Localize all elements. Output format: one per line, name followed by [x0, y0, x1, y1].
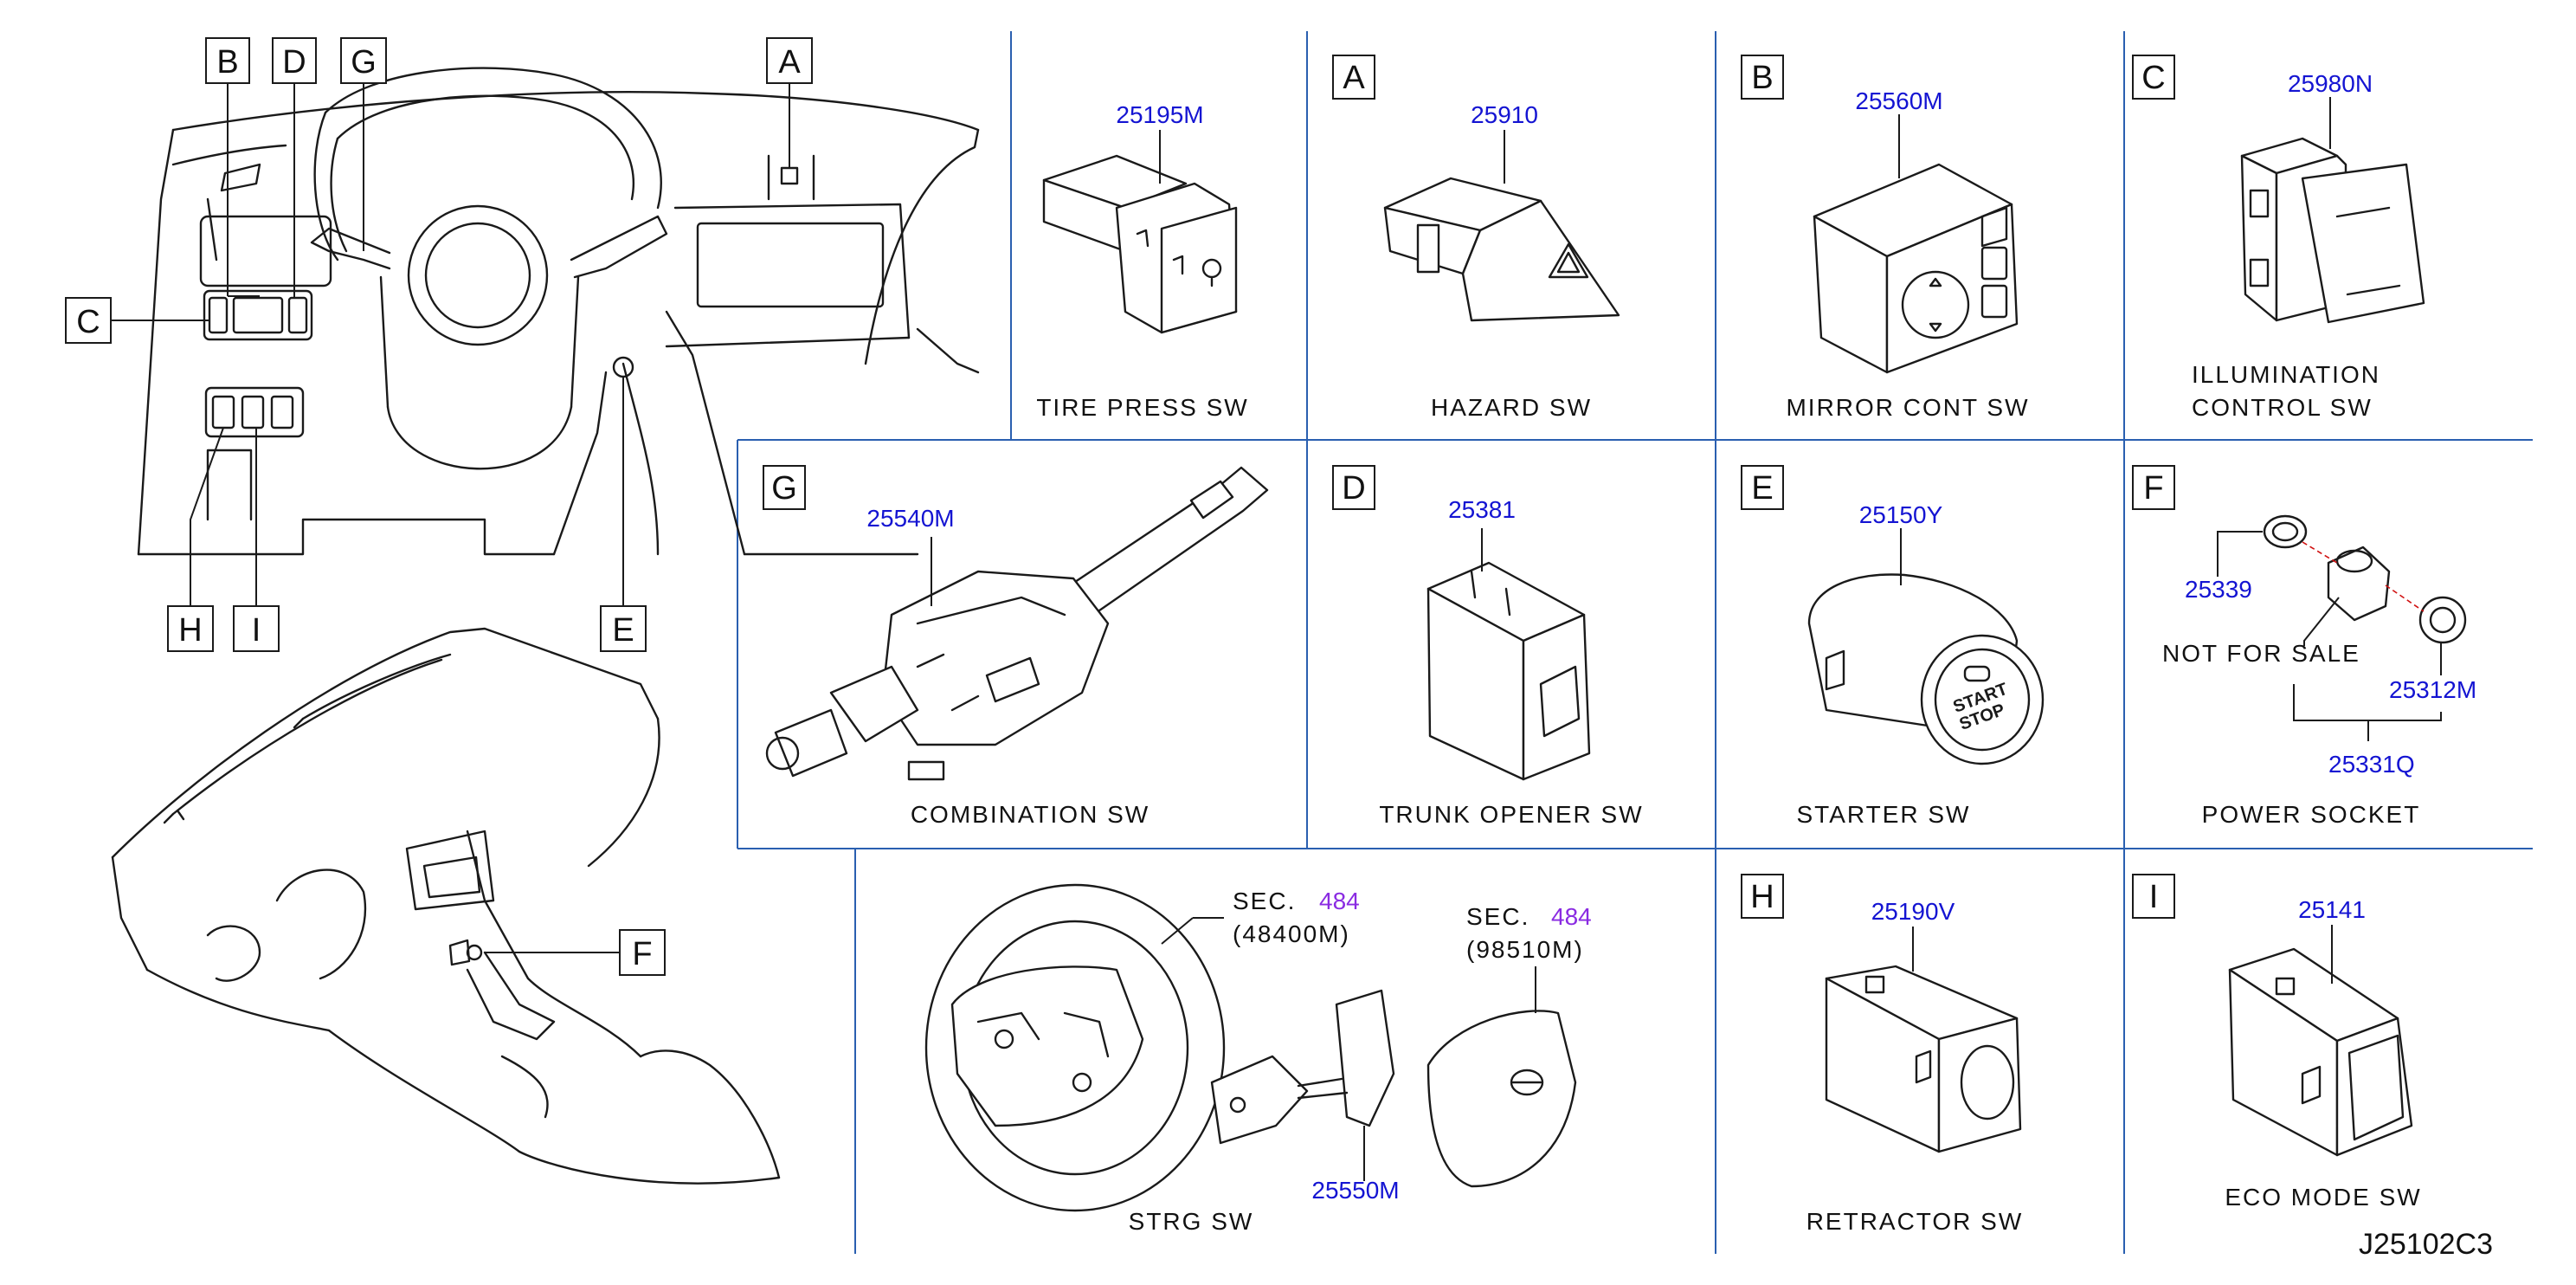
retractor-switch-drawing	[1825, 965, 2022, 1153]
sec-sub: (98510M)	[1466, 936, 1584, 963]
callout-letter: D	[282, 44, 306, 81]
panel-combination-sw: G 25540M COMBINATION SW	[763, 465, 1269, 828]
part-number: 25339	[2185, 576, 2252, 603]
dashboard-overview	[137, 67, 980, 556]
eco-mode-switch-drawing	[2228, 947, 2413, 1157]
part-number: 25312M	[2389, 676, 2476, 703]
callout-box-H: H	[167, 605, 214, 652]
panel-title: ILLUMINATION	[2192, 361, 2380, 388]
strg-switch-drawing	[1210, 989, 1395, 1145]
sec-sub: (48400M)	[1233, 920, 1350, 947]
panel-letter: C	[2141, 60, 2165, 96]
panel-hazard-sw: A 25910 HAZARD SW	[1332, 55, 1620, 421]
illumination-switch-drawing	[2240, 137, 2425, 324]
callout-letter: B	[216, 44, 238, 81]
part-number: 25540M	[866, 505, 954, 532]
panel-title: POWER SOCKET	[2202, 801, 2421, 828]
steering-wheel-drawing	[924, 883, 1226, 1212]
callout-letter: C	[76, 304, 100, 340]
callout-box-I: I	[233, 605, 280, 652]
callout-letter: I	[252, 612, 261, 649]
part-number: 25381	[1448, 496, 1516, 523]
callout-letter: H	[178, 612, 202, 649]
callout-letter: A	[778, 44, 801, 81]
callout-box-A: A	[766, 37, 813, 84]
part-number: 25560M	[1855, 87, 1942, 114]
part-number: 25550M	[1311, 1177, 1399, 1204]
callout-box-E: E	[600, 605, 647, 652]
part-number: 25195M	[1116, 101, 1203, 128]
airbag-drawing	[1426, 1010, 1577, 1188]
part-number: 25141	[2298, 896, 2366, 923]
sec-number: 484	[1319, 888, 1360, 914]
panel-starter-sw: E START STOP 25150Y STARTER SW	[1741, 465, 2045, 828]
panel-illumination-control-sw: C 25980N ILLUMINATION CONTROL SW	[2132, 55, 2425, 421]
sec-number: 484	[1551, 903, 1592, 930]
trunk-opener-switch-drawing	[1426, 561, 1591, 781]
panel-title: COMBINATION SW	[911, 801, 1150, 828]
panel-title: STARTER SW	[1797, 801, 1971, 828]
panel-retractor-sw: H 25190V RETRACTOR SW	[1741, 874, 2024, 1235]
panel-letter: D	[1342, 470, 1365, 507]
panel-power-socket: F 25339 NOT FOR SALE 25312M 25331Q POWER…	[2132, 465, 2476, 828]
diagram-id: J25102C3	[2359, 1228, 2493, 1261]
panel-tire-press-sw: 25195M TIRE PRESS SW	[1036, 101, 1248, 421]
panel-title: RETRACTOR SW	[1806, 1208, 2024, 1235]
callout-box-D: D	[272, 37, 317, 84]
panel-title: MIRROR CONT SW	[1786, 394, 2029, 421]
hazard-switch-drawing	[1383, 177, 1620, 322]
panel-title: TIRE PRESS SW	[1036, 394, 1248, 421]
sec-label: SEC.	[1233, 888, 1296, 914]
panel-letter: G	[771, 470, 797, 507]
panel-title: TRUNK OPENER SW	[1379, 801, 1643, 828]
callout-box-B: B	[205, 37, 250, 84]
panel-letter: I	[2149, 879, 2159, 915]
panel-letter: A	[1343, 60, 1365, 96]
panel-eco-mode-sw: I 25141 ECO MODE SW	[2132, 874, 2421, 1211]
panel-grid	[737, 31, 2533, 1254]
part-number: 25190V	[1871, 898, 1955, 925]
panel-letter: H	[1750, 879, 1774, 915]
panel-title: STRG SW	[1129, 1208, 1254, 1235]
panel-letter: F	[2143, 470, 2163, 507]
part-number: 25980N	[2288, 70, 2373, 97]
callout-box-F: F	[619, 929, 666, 976]
panel-mirror-cont-sw: B 25560M MIRROR CONT SW	[1741, 55, 2029, 421]
panel-strg-sw: SEC. 484 (48400M) SEC. 484 (98510M) 2555…	[924, 883, 1592, 1235]
panel-letter: E	[1751, 470, 1773, 507]
starter-switch-drawing	[1807, 573, 2045, 765]
sec-label: SEC.	[1466, 903, 1530, 930]
power-socket-drawing	[2263, 514, 2467, 644]
callout-letter: F	[632, 936, 652, 972]
panel-trunk-opener-sw: D 25381 TRUNK OPENER SW	[1332, 465, 1643, 828]
part-number: 25331Q	[2328, 751, 2415, 778]
overview-callouts: B D G A C H I E	[65, 37, 813, 976]
combination-switch-drawing	[765, 466, 1269, 781]
panel-title: ECO MODE SW	[2225, 1184, 2421, 1211]
part-number: 25910	[1471, 101, 1538, 128]
part-number: 25150Y	[1859, 501, 1943, 528]
mirror-switch-drawing	[1813, 163, 2019, 374]
console-overview	[111, 627, 781, 1185]
callout-box-C: C	[65, 297, 112, 344]
callout-letter: E	[612, 612, 634, 649]
not-for-sale-note: NOT FOR SALE	[2162, 640, 2360, 667]
callout-letter: G	[351, 44, 377, 81]
tire-press-switch-drawing	[1042, 154, 1238, 334]
panel-title: CONTROL SW	[2192, 394, 2373, 421]
panel-title: HAZARD SW	[1431, 394, 1592, 421]
panel-letter: B	[1751, 60, 1773, 96]
callout-box-G: G	[340, 37, 387, 84]
